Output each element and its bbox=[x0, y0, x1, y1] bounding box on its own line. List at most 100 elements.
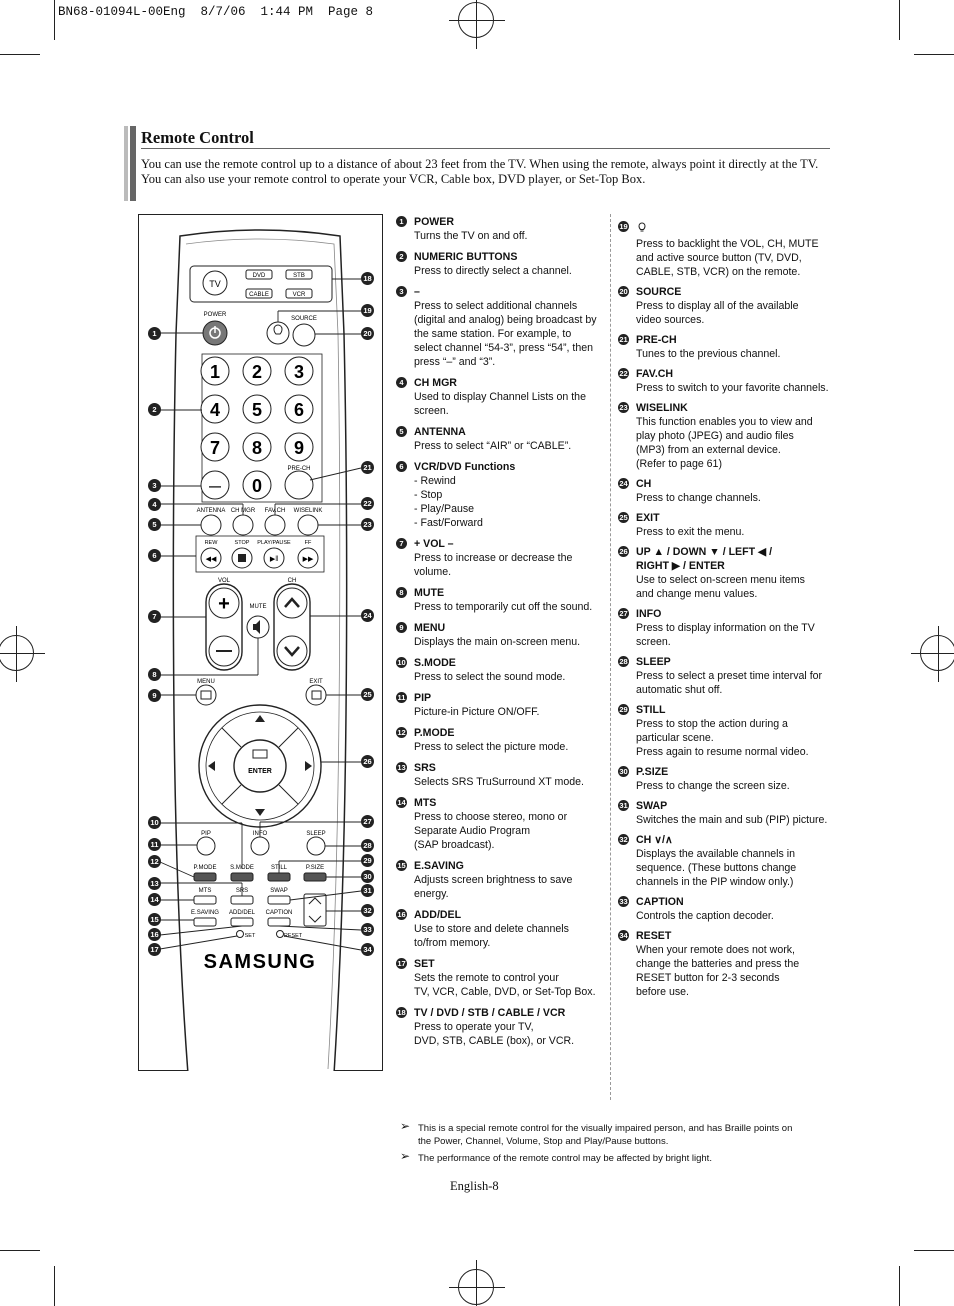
svg-text:◀◀: ◀◀ bbox=[206, 556, 217, 563]
item-number-badge: 3 bbox=[396, 286, 407, 297]
callout-20: 20 bbox=[361, 327, 374, 340]
item-description: Press to change the screen size. bbox=[636, 780, 790, 792]
item-description: Use to store and delete channels to/from… bbox=[414, 923, 569, 949]
digit-7: 7 bbox=[210, 438, 220, 458]
svg-text:+: + bbox=[218, 593, 230, 615]
item-number-badge: 4 bbox=[396, 377, 407, 388]
power-label: POWER bbox=[204, 312, 227, 318]
item-description: Displays the main on-screen menu. bbox=[414, 636, 581, 648]
adddel-label: ADD/DEL bbox=[229, 910, 256, 916]
item-description: Press to select “AIR” or “CABLE”. bbox=[414, 440, 572, 452]
item-label: CH ∨/∧ bbox=[636, 834, 673, 846]
ff-label: FF bbox=[305, 540, 312, 546]
item-label: STILL bbox=[636, 704, 666, 716]
callout-12: 12 bbox=[148, 855, 161, 868]
item-label: RESET bbox=[636, 930, 672, 942]
source-label: SOURCE bbox=[291, 316, 317, 322]
item-label: FAV.CH bbox=[636, 368, 674, 380]
registration-mark bbox=[449, 0, 505, 49]
item-label: UP ▲ / DOWN ▼ / LEFT ◀ / RIGHT ▶ / ENTER bbox=[636, 546, 773, 572]
item-number-badge: 34 bbox=[618, 930, 629, 941]
item-label: CH MGR bbox=[414, 377, 457, 389]
callout-14: 14 bbox=[148, 893, 161, 906]
crop-mark bbox=[899, 1266, 900, 1306]
intro-text: You can use the remote control up to a d… bbox=[141, 157, 841, 187]
antenna-label: ANTENNA bbox=[197, 508, 226, 514]
crop-mark bbox=[54, 1266, 55, 1306]
button-description-item: 7+ VOL –Press to increase or decrease th… bbox=[396, 537, 608, 579]
item-label: P.MODE bbox=[414, 727, 455, 739]
svg-text:▶▶: ▶▶ bbox=[303, 556, 314, 563]
item-number-badge: 27 bbox=[618, 608, 629, 619]
note-item: ➢ This is a special remote control for t… bbox=[400, 1120, 830, 1148]
item-label: MENU bbox=[414, 622, 446, 634]
page-number: English-8 bbox=[450, 1179, 499, 1193]
item-label: SWAP bbox=[636, 800, 668, 812]
column-divider bbox=[610, 214, 611, 1100]
callout-33: 33 bbox=[361, 923, 374, 936]
wiselink-label: WISELINK bbox=[294, 508, 323, 514]
dash-key: — bbox=[209, 479, 221, 493]
callout-27: 27 bbox=[361, 815, 374, 828]
crop-mark bbox=[899, 0, 900, 40]
digit-4: 4 bbox=[210, 400, 220, 420]
callout-24: 24 bbox=[361, 609, 374, 622]
item-number-badge: 17 bbox=[396, 958, 407, 969]
callout-15: 15 bbox=[148, 913, 161, 926]
item-description: When your remote does not work, change t… bbox=[636, 944, 800, 998]
item-label: S.MODE bbox=[414, 657, 456, 669]
note-item: ➢ The performance of the remote control … bbox=[400, 1149, 830, 1165]
digit-2: 2 bbox=[252, 362, 262, 382]
note-arrow-icon: ➢ bbox=[400, 1149, 411, 1163]
mts-label: MTS bbox=[199, 888, 212, 894]
crop-mark bbox=[54, 0, 55, 40]
callout-16: 16 bbox=[148, 928, 161, 941]
registration-mark bbox=[449, 1260, 505, 1306]
item-label: + VOL – bbox=[414, 538, 454, 550]
psize-label: P.SIZE bbox=[306, 865, 324, 871]
cable-source-label: CABLE bbox=[249, 292, 269, 298]
item-label: INFO bbox=[636, 608, 662, 620]
item-label: SET bbox=[414, 958, 435, 970]
item-description: Displays the available channels in seque… bbox=[636, 848, 797, 888]
callout-3: 3 bbox=[148, 479, 161, 492]
item-number-badge: 30 bbox=[618, 766, 629, 777]
pip-label: PIP bbox=[201, 831, 211, 837]
callout-31: 31 bbox=[361, 884, 374, 897]
callout-25: 25 bbox=[361, 688, 374, 701]
vol-label: VOL bbox=[218, 578, 231, 584]
swap-label: SWAP bbox=[270, 888, 287, 894]
item-number-badge: 24 bbox=[618, 478, 629, 489]
item-number-badge: 29 bbox=[618, 704, 629, 715]
mute-label: MUTE bbox=[250, 604, 267, 610]
page-title: Remote Control bbox=[141, 128, 254, 147]
item-number-badge: 19 bbox=[618, 221, 629, 232]
callout-23: 23 bbox=[361, 518, 374, 531]
item-label: ANTENNA bbox=[414, 426, 466, 438]
item-number-badge: 13 bbox=[396, 762, 407, 773]
crop-mark bbox=[914, 54, 954, 55]
item-description: Press to select the sound mode. bbox=[414, 671, 566, 683]
samsung-logo: SAMSUNG bbox=[204, 951, 317, 973]
item-label: ADD/DEL bbox=[414, 909, 462, 921]
intro-line-1: You can use the remote control up to a d… bbox=[141, 157, 819, 171]
item-number-badge: 7 bbox=[396, 538, 407, 549]
item-description: Press to stop the action during a partic… bbox=[636, 718, 809, 758]
set-label: SET bbox=[245, 933, 256, 939]
item-description: Press to directly select a channel. bbox=[414, 265, 572, 277]
callout-19: 19 bbox=[361, 304, 374, 317]
playpause-label: PLAY/PAUSE bbox=[257, 540, 291, 546]
